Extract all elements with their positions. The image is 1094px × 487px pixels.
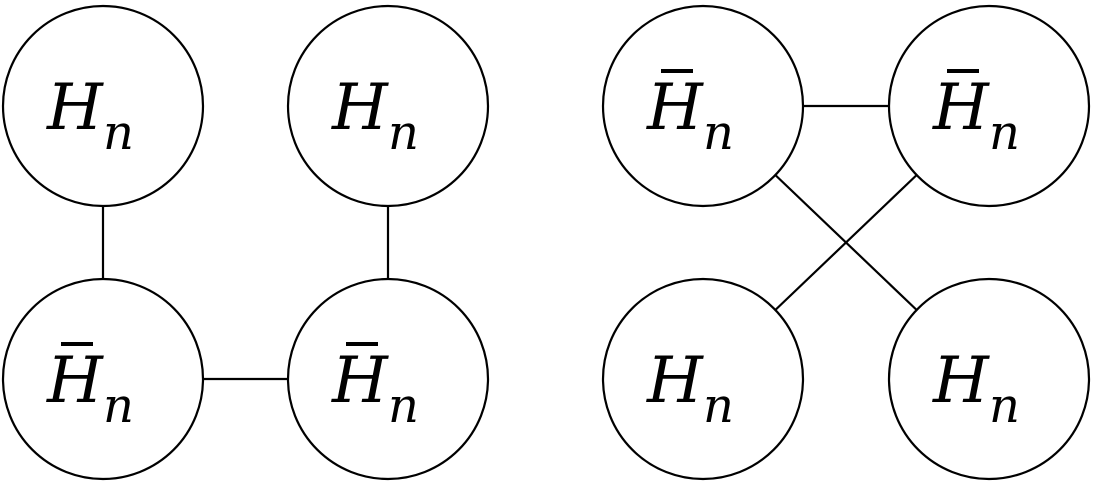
node-label-base: H (46, 71, 104, 145)
node-label-subscript: n (989, 378, 1020, 434)
node-label-base: H (932, 71, 990, 145)
node-label-base: H (331, 344, 389, 418)
node-label-base: H (646, 71, 704, 145)
node-circle (1, 4, 205, 208)
node-circle (1, 277, 205, 481)
node-label-subscript: n (388, 105, 419, 161)
node-label-base: H (46, 344, 104, 418)
node-circle (286, 4, 490, 208)
node-label-base: H (646, 344, 704, 418)
edge-b2-b3 (774, 174, 918, 311)
node-label-subscript: n (703, 105, 734, 161)
node-circle (601, 4, 805, 208)
node-circle (286, 277, 490, 481)
node-label-subscript: n (103, 378, 134, 434)
node-label-base: H (932, 344, 990, 418)
node-label-subscript: n (103, 105, 134, 161)
node-label-subscript: n (989, 105, 1020, 161)
node-label-subscript: n (703, 378, 734, 434)
node-circle (887, 4, 1091, 208)
edges-layer (101, 104, 918, 381)
node-label-subscript: n (388, 378, 419, 434)
node-circle (887, 277, 1091, 481)
node-label-base: H (331, 71, 389, 145)
node-circle (601, 277, 805, 481)
